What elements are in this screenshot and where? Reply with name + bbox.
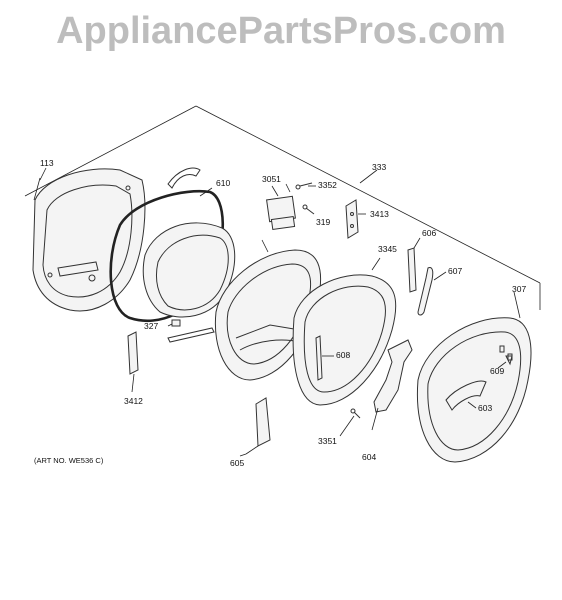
watermark-text: AppliancePartsPros.com [56, 10, 506, 52]
callout-3413: 3413 [370, 209, 389, 219]
hinge-bracket-part-3051 [266, 185, 296, 231]
callout-603: 603 [478, 403, 492, 413]
hinge-part-604 [371, 339, 413, 431]
bracket-part-3413 [345, 199, 359, 239]
door-strip-part [167, 167, 201, 189]
door-strip-lower-part [167, 327, 215, 343]
callout-605: 605 [230, 458, 244, 468]
outer-door-part-307 [416, 317, 532, 463]
callout-3345: 3345 [378, 244, 397, 254]
callout-333: 333 [372, 162, 386, 172]
callout-307: 307 [512, 284, 526, 294]
art-number: (ART NO. WE536 C) [34, 456, 104, 465]
clip-part-327 [171, 319, 181, 327]
screw-part-3352 [295, 182, 313, 190]
door-glass-frame-part-3345 [292, 257, 397, 406]
callout-3351: 3351 [318, 436, 337, 446]
bracket-part-3412 [127, 331, 139, 393]
callout-607: 607 [448, 266, 462, 276]
clip-part-609 [505, 355, 513, 366]
leader-lines [39, 167, 521, 457]
callout-3352: 3352 [318, 180, 337, 190]
screw-part-3351 [350, 408, 361, 419]
callout-608: 608 [336, 350, 350, 360]
callout-113: 113 [40, 158, 54, 168]
callout-609: 609 [490, 366, 504, 376]
callout-3412: 3412 [124, 396, 143, 406]
callout-319: 319 [316, 217, 330, 227]
callout-labels: 113 610 3051 3352 333 319 3413 3345 606 … [40, 158, 526, 468]
handle-bar-part-606 [407, 247, 417, 293]
callout-610: 610 [216, 178, 230, 188]
callout-327: 327 [144, 321, 158, 331]
callout-606: 606 [422, 228, 436, 238]
handle-cover-part-607 [417, 267, 434, 316]
screw-part-319 [302, 204, 315, 215]
front-panel-part-113 [32, 168, 146, 312]
callout-3051: 3051 [262, 174, 281, 184]
callout-604: 604 [362, 452, 376, 462]
latch-part-608 [315, 335, 323, 381]
bracket-part-605 [245, 397, 271, 455]
